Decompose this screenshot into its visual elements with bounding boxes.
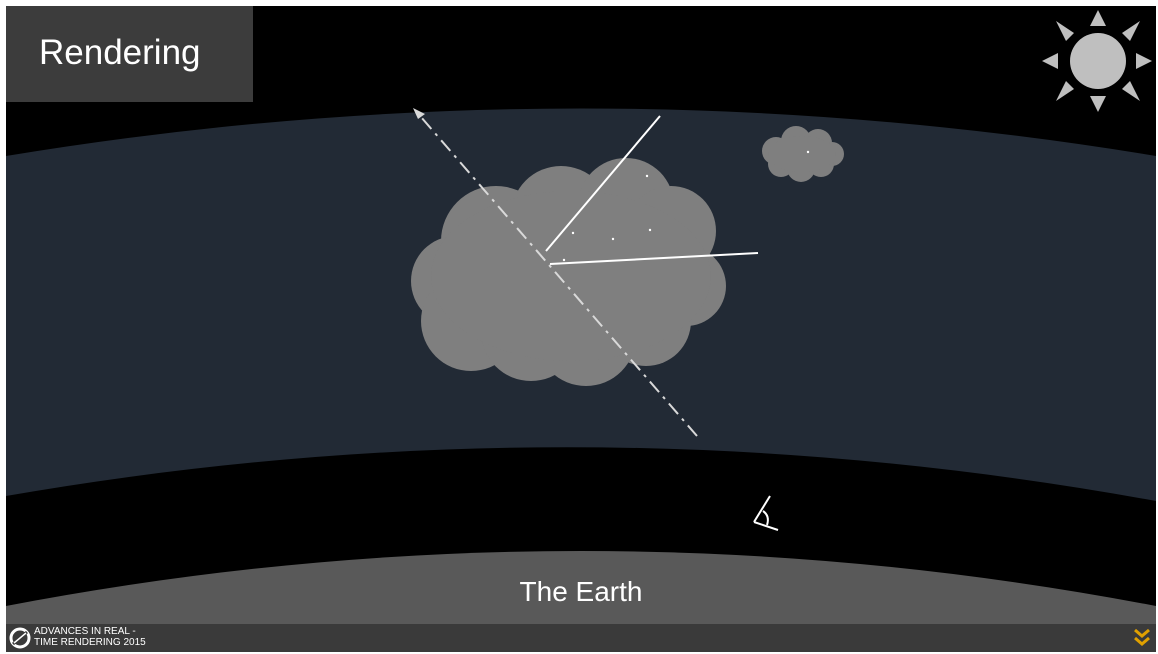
scatter-point — [648, 228, 652, 232]
scatter-points — [562, 150, 810, 262]
footer-bar: ADVANCES IN REAL - TIME RENDERING 2015 — [6, 624, 1156, 652]
scatter-point — [645, 174, 649, 178]
eye-icon — [753, 495, 779, 531]
light-ray — [545, 115, 661, 252]
footer-text: ADVANCES IN REAL - TIME RENDERING 2015 — [34, 626, 194, 648]
slide: Rendering The Earth ADVANCES IN REAL - T… — [6, 6, 1156, 652]
small-cloud — [762, 126, 844, 182]
advances-logo-icon — [9, 627, 31, 649]
title-box: Rendering — [6, 6, 253, 102]
footer-line-1: ADVANCES IN REAL - — [34, 626, 136, 637]
earth-label: The Earth — [519, 576, 643, 607]
scatter-point — [562, 258, 566, 262]
scatter-point — [806, 150, 810, 154]
sun-icon — [1042, 10, 1152, 112]
view-ray — [420, 116, 698, 437]
view-ray-arrowhead — [413, 108, 425, 119]
slide-title: Rendering — [39, 33, 201, 72]
footer-line-2: TIME RENDERING 2015 — [34, 637, 146, 648]
light-ray — [549, 252, 759, 265]
scatter-point — [611, 237, 615, 241]
large-cloud — [411, 158, 726, 386]
scene-diagram — [6, 10, 1156, 652]
scatter-point — [571, 231, 575, 235]
chevron-mark-icon — [1134, 628, 1150, 646]
